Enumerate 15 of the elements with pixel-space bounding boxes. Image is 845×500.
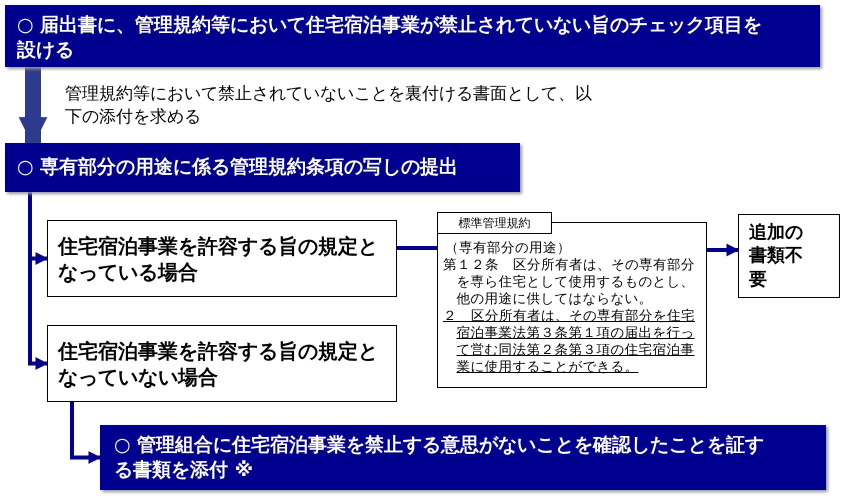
arrow <box>70 402 102 464</box>
edge-label: 管理規約等において禁止されていないことを裏付ける書面として、以下の添付を求める <box>65 83 593 129</box>
heading-banner: ○ 届出書に、管理規約等において住宅宿泊事業が禁止されていない旨のチェック項目を設ける <box>5 5 820 67</box>
clause-heading: （専有部分の用途） <box>445 240 572 257</box>
heading-banner: ○ 専有部分の用途に係る管理規約条項の写しの提出 <box>5 143 520 192</box>
clause-text: ２ 区分所有者は、その専有部分を住宅宿泊事業法第３条第１項の届出を行って営む同法第２条第３項の住宅宿泊事業に使用することができる。 <box>443 308 696 376</box>
heading-banner: ○ 管理組合に住宅宿泊事業を禁止する意思がないことを確認したことを証する書類を添付 ※ <box>100 425 826 490</box>
document-tab-title: 標準管理規約 <box>437 212 552 234</box>
block-arrow <box>18 67 48 146</box>
process-box: 住宅宿泊事業を許容する旨の規定となっている場合 <box>47 220 397 297</box>
process-box: 追加の書類不要 <box>738 214 840 298</box>
arrow <box>707 244 740 256</box>
process-box: 住宅宿泊事業を許容する旨の規定となっていない場合 <box>47 325 397 402</box>
connector-line <box>397 246 437 250</box>
clause-text: 第１２条 区分所有者は、その専有部分を専ら住宅として使用するものとし、他の用途に供してはならない。 <box>443 257 696 308</box>
